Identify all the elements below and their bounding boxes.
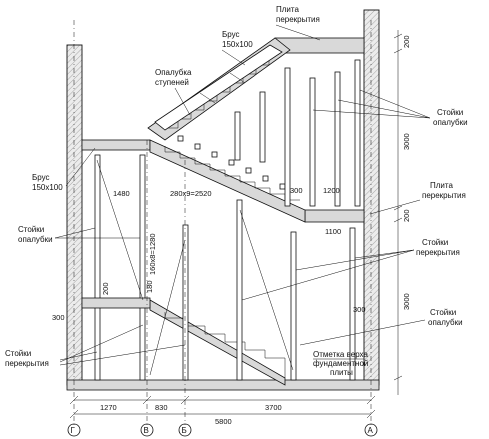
svg-text:150x100: 150x100: [222, 40, 253, 49]
dim-300-right: 300: [353, 305, 366, 314]
dim-200-left: 200: [101, 282, 110, 295]
label-posts-slab-right: Стойки перекрытия: [241, 238, 460, 301]
svg-text:плиты: плиты: [330, 368, 353, 377]
label-posts-formwork-right: Стойки опалубки: [312, 89, 468, 127]
dim-3000-lower: 3000: [402, 293, 411, 310]
axis-marker-b: Б: [178, 423, 192, 437]
svg-text:перекрытия: перекрытия: [422, 191, 466, 200]
svg-text:А: А: [368, 426, 374, 435]
label-slab-mid: Плита перекрытия: [369, 181, 466, 215]
label-posts-formwork-left: Стойки опалубки: [18, 225, 140, 244]
svg-text:В: В: [144, 426, 149, 435]
svg-text:Стойки: Стойки: [5, 349, 31, 358]
svg-text:Стойки: Стойки: [430, 308, 456, 317]
lower-flight: [149, 299, 286, 386]
dim-200-mid: 200: [402, 209, 411, 222]
dim-300-left: 300: [52, 313, 65, 322]
dim-1100: 1100: [325, 227, 341, 236]
dim-180: 180: [145, 280, 154, 293]
middle-steps: [164, 146, 300, 201]
dim-280x9: 280x9=2520: [170, 189, 212, 198]
dim-300-flight: 300: [290, 186, 303, 195]
axis-marker-v: В: [140, 423, 154, 437]
dim-160x8: 160x8=1280: [148, 234, 157, 276]
dim-3000-upper: 3000: [402, 133, 411, 150]
dim-3700: 3700: [265, 403, 282, 412]
svg-text:ступеней: ступеней: [155, 78, 189, 87]
dim-830: 830: [155, 403, 168, 412]
svg-text:перекрытия: перекрытия: [276, 15, 320, 24]
svg-text:опалубки: опалубки: [428, 318, 463, 327]
dim-1270: 1270: [100, 403, 117, 412]
svg-text:150x100: 150x100: [32, 183, 63, 192]
dim-200-top: 200: [402, 35, 411, 48]
middle-slab: [304, 209, 365, 223]
label-beam-left: Брус 150x100: [32, 147, 96, 192]
svg-text:Плита: Плита: [430, 181, 453, 190]
svg-text:Стойки: Стойки: [437, 108, 463, 117]
svg-text:опалубки: опалубки: [18, 235, 53, 244]
lower-landing: [81, 297, 151, 309]
svg-text:Г: Г: [71, 426, 76, 435]
svg-text:Отметка верха: Отметка верха: [313, 350, 368, 359]
posts-upper-right: [234, 59, 361, 207]
dim-5800: 5800: [215, 417, 232, 426]
svg-text:фундаментной: фундаментной: [313, 359, 368, 368]
svg-text:Опалубка: Опалубка: [155, 68, 192, 77]
dim-1200: 1200: [323, 186, 340, 195]
svg-text:Брус: Брус: [32, 173, 50, 182]
label-foundation-mark: Отметка верха фундаментной плиты: [313, 350, 368, 377]
right-wall: [363, 9, 380, 386]
label-beam-top: Брус 150x100: [221, 30, 253, 66]
svg-text:перекрытия: перекрытия: [416, 248, 460, 257]
label-step-formwork: Опалубка ступеней: [155, 68, 192, 116]
axis-marker-g: Г: [67, 423, 81, 437]
svg-text:перекрытия: перекрытия: [5, 359, 49, 368]
svg-text:Стойки: Стойки: [18, 225, 44, 234]
svg-text:Плита: Плита: [276, 5, 299, 14]
label-posts-slab-left: Стойки перекрытия: [5, 324, 186, 368]
label-slab-top: Плита перекрытия: [275, 5, 321, 41]
step-formwork-boxes: [177, 135, 286, 190]
label-posts-formwork-bottom: Стойки опалубки: [299, 308, 463, 346]
svg-text:Брус: Брус: [222, 30, 240, 39]
dim-1480: 1480: [113, 189, 130, 198]
left-landing: [81, 139, 151, 151]
svg-text:опалубки: опалубки: [433, 118, 468, 127]
posts-lower: [94, 154, 356, 381]
middle-flight: [149, 139, 306, 223]
foundation-slab: [66, 379, 380, 391]
left-wall: [66, 44, 83, 386]
svg-text:Стойки: Стойки: [422, 238, 448, 247]
svg-text:Б: Б: [182, 426, 187, 435]
axis-marker-a: А: [364, 423, 378, 437]
